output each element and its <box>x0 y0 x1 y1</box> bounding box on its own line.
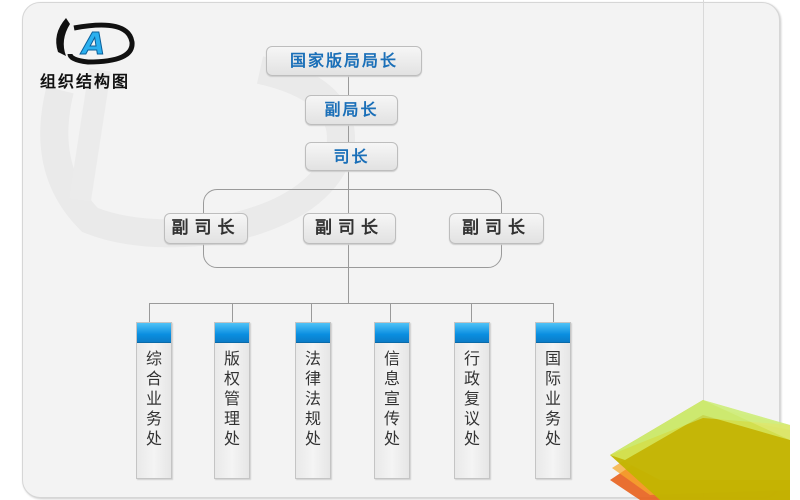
department-header <box>296 323 330 343</box>
connector-line <box>471 303 472 322</box>
node-deputy-division-director[interactable]: 副司长 <box>164 213 248 244</box>
connector-line <box>553 303 554 322</box>
panel-divider <box>703 0 704 500</box>
node-deputy-director[interactable]: 副局长 <box>305 95 398 125</box>
department-box[interactable]: 行政复议处 <box>454 322 490 479</box>
node-division-director[interactable]: 司长 <box>305 142 398 171</box>
department-box[interactable]: 信息宣传处 <box>374 322 410 479</box>
connector-line <box>348 75 349 95</box>
department-header <box>536 323 570 343</box>
department-header <box>455 323 489 343</box>
department-label: 行政复议处 <box>463 349 480 448</box>
brand-logo-icon: A <box>56 18 135 65</box>
department-header <box>375 323 409 343</box>
connector-line <box>390 303 391 322</box>
connector-line <box>149 303 150 322</box>
department-header <box>137 323 171 343</box>
department-label: 国际业务处 <box>544 349 561 448</box>
node-deputy-division-director[interactable]: 副司长 <box>303 213 396 244</box>
svg-text:A: A <box>80 27 105 62</box>
department-label: 信息宣传处 <box>383 349 400 448</box>
department-label: 法律法规处 <box>304 349 321 448</box>
department-box[interactable]: 国际业务处 <box>535 322 571 479</box>
department-connector-bar <box>149 303 554 304</box>
connector-line <box>348 124 349 142</box>
department-header <box>215 323 249 343</box>
node-deputy-division-director[interactable]: 副司长 <box>449 213 544 244</box>
department-box[interactable]: 综合业务处 <box>136 322 172 479</box>
department-label: 综合业务处 <box>145 349 162 448</box>
connector-line <box>311 303 312 322</box>
page-title: 组织结构图 <box>40 72 131 91</box>
department-box[interactable]: 法律法规处 <box>295 322 331 479</box>
connector-line <box>232 303 233 322</box>
node-director-general[interactable]: 国家版局局长 <box>266 46 422 76</box>
department-box[interactable]: 版权管理处 <box>214 322 250 479</box>
department-label: 版权管理处 <box>223 349 240 448</box>
